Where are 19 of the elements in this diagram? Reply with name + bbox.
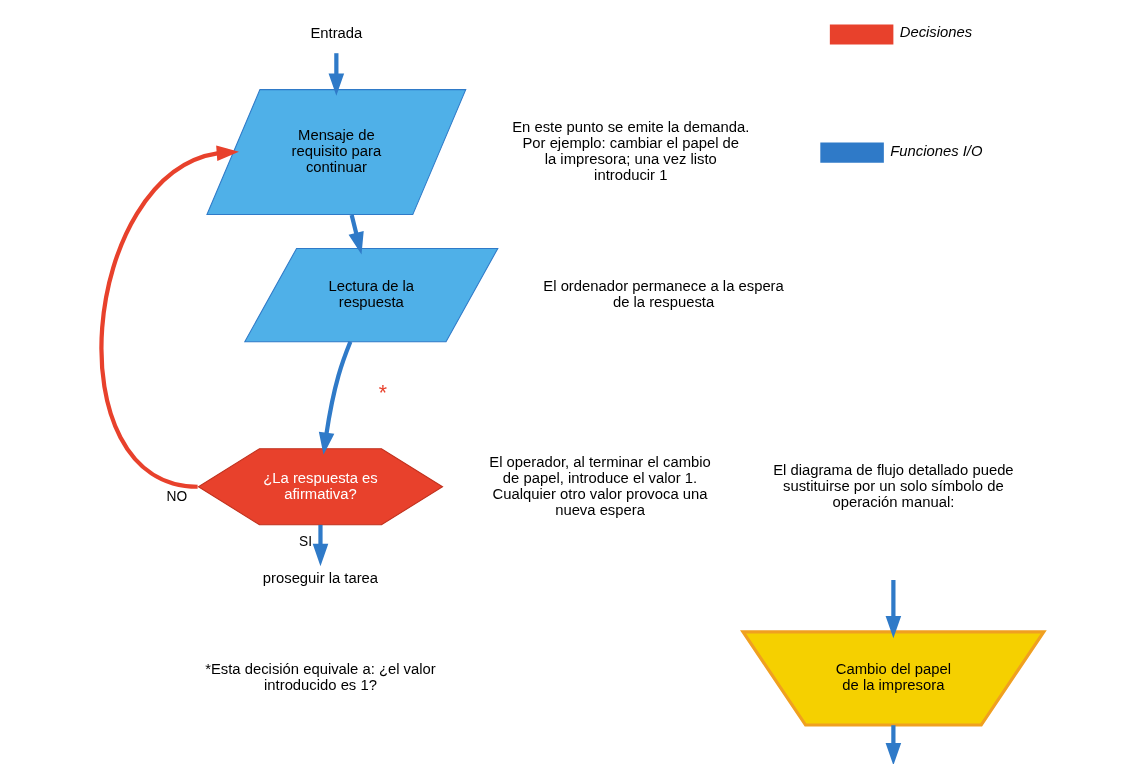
arrow: [312, 524, 329, 567]
legend-label: Funciones I/O: [890, 142, 983, 159]
node-label: El operador, al terminar el cambio de papel, introduce el valor 1. Cualquier otro valor provoca una nueva espera: [489, 453, 711, 518]
node-text: proseguir la tarea: [262, 569, 379, 586]
legend-label: Decisiones: [899, 24, 973, 41]
arrow: [318, 340, 353, 455]
arrow: [100, 145, 239, 489]
node-text: Entrada: [310, 24, 363, 41]
edge-label: SI: [299, 534, 312, 550]
arrow: [328, 53, 345, 96]
edge-label: NO: [166, 488, 188, 504]
label: El diagrama de flujo detallado puede sustituirse por un solo símbolo de operación manual:: [773, 461, 1014, 510]
arrow: [885, 580, 902, 639]
node-label: En este punto se emite la demanda. Por ejemplo: cambiar el papel de la impresora; una vez listo introducir 1: [512, 119, 750, 183]
node-label: El ordenador permanece a la espera de la respuesta: [543, 278, 784, 310]
label: *Esta decisión equivale a: ¿el valor introducido es 1?: [205, 661, 436, 694]
label: *: [378, 380, 388, 404]
arrow: [885, 725, 902, 764]
arrow: [348, 214, 364, 255]
